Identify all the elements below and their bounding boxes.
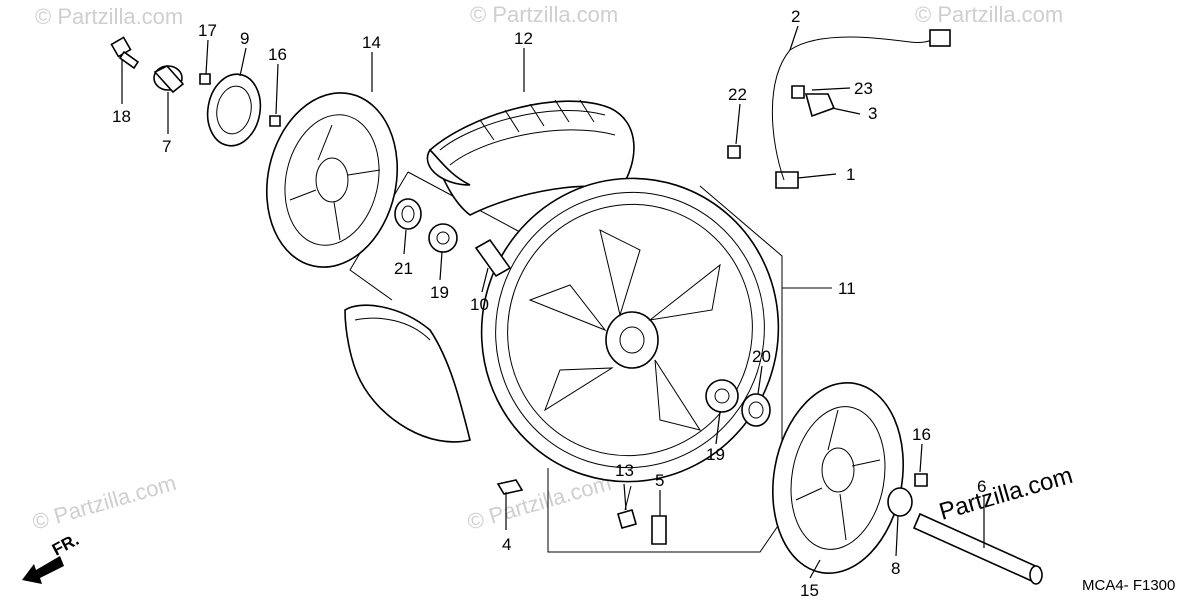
callout-18: 18 xyxy=(112,107,131,126)
callout-23: 23 xyxy=(854,79,873,98)
callout-6: 6 xyxy=(977,477,986,496)
callout-4: 4 xyxy=(502,535,511,554)
small-parts xyxy=(110,29,1043,585)
callout-11: 11 xyxy=(838,279,856,298)
drawing-code: MCA4- F1300 xyxy=(1082,577,1175,594)
callout-15: 15 xyxy=(800,581,819,600)
tire xyxy=(426,99,635,216)
watermark: © Partzilla.com xyxy=(470,2,618,27)
callout-16-left: 16 xyxy=(268,45,287,64)
callout-13: 13 xyxy=(615,461,634,480)
callout-8: 8 xyxy=(891,559,900,578)
brake-disc-left xyxy=(265,92,399,268)
arrow-icon xyxy=(22,556,64,584)
wheel-rim xyxy=(480,177,780,483)
callout-2: 2 xyxy=(791,7,800,26)
callout-5: 5 xyxy=(655,471,664,490)
front-direction-indicator: FR. xyxy=(22,530,82,584)
callout-19-left: 19 xyxy=(430,283,449,302)
callout-10: 10 xyxy=(470,295,489,314)
callout-16-right: 16 xyxy=(912,425,931,444)
callout-21: 21 xyxy=(394,259,413,278)
watermark: © Partzilla.com xyxy=(29,470,178,535)
leader-lines xyxy=(121,25,985,579)
callout-20: 20 xyxy=(752,347,771,366)
callout-17: 17 xyxy=(198,21,217,40)
callout-14: 14 xyxy=(362,33,381,52)
callout-12: 12 xyxy=(514,29,533,48)
tire-rear-section xyxy=(344,304,471,443)
callout-19-right: 19 xyxy=(706,445,725,464)
callout-1: 1 xyxy=(846,165,855,184)
watermark: © Partzilla.com xyxy=(915,2,1063,27)
watermark: © Partzilla.com xyxy=(464,470,613,535)
pulse-ring xyxy=(206,73,262,147)
callout-3: 3 xyxy=(868,104,877,123)
front-label: FR. xyxy=(49,530,82,560)
callout-9: 9 xyxy=(240,29,249,48)
callout-22: 22 xyxy=(728,85,747,104)
callouts: 1 2 3 4 5 6 7 8 9 10 11 12 13 14 15 16 1… xyxy=(112,7,986,600)
watermark-main: Partzilla.com xyxy=(936,462,1075,526)
callout-7: 7 xyxy=(162,137,171,156)
watermark: © Partzilla.com xyxy=(35,4,183,29)
